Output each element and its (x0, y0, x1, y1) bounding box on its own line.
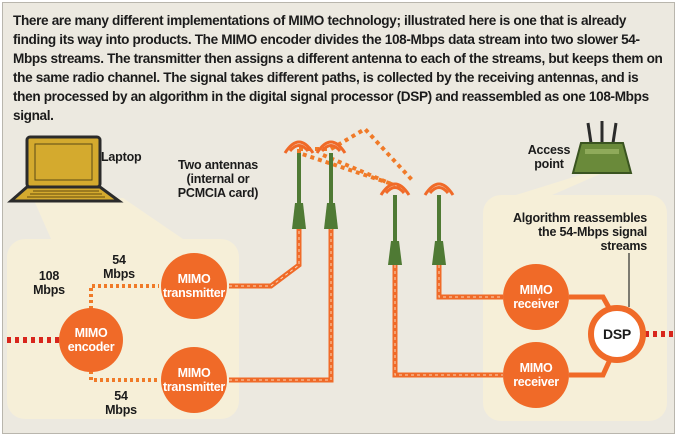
receive-antenna-right (423, 182, 455, 265)
transmitter-top-circle (161, 253, 227, 319)
diagram-frame: There are many different implementations… (2, 2, 676, 434)
laptop-label: Laptop (101, 150, 142, 164)
rate-108-label: 108 Mbps (33, 269, 65, 297)
laptop-icon (7, 135, 124, 203)
laptop-callout (33, 198, 183, 239)
receive-antenna-left (379, 182, 411, 265)
access-point-icon (571, 121, 633, 174)
intro-text: There are many different implementations… (13, 13, 663, 123)
dsp-circle (588, 305, 646, 363)
rate-54-bottom-label: 54 Mbps (105, 389, 137, 417)
encoder-circle (59, 308, 123, 372)
mimo-diagram (7, 121, 676, 421)
transmitter-bottom-circle (161, 347, 227, 413)
access-point-label: Access point (527, 143, 571, 171)
two-antennas-label: Two antennas (internal or PCMCIA card) (177, 158, 259, 200)
transmit-antenna-right (315, 140, 347, 229)
dsp-node: DSP (603, 326, 631, 342)
link-top-tx-antenna (229, 225, 302, 289)
access-point-callout (503, 171, 607, 199)
algorithm-label: Algorithm reassembles the 54-Mbps signal… (512, 211, 647, 253)
receiver-top-circle (503, 264, 569, 330)
air-path-3 (322, 153, 404, 191)
transmit-antenna-left (283, 140, 315, 229)
split-top (89, 284, 159, 321)
rate-54-top-label: 54 Mbps (103, 253, 135, 281)
air-path-2 (299, 126, 415, 183)
receiver-bottom-circle (503, 342, 569, 408)
link-bottom-tx-antenna (229, 225, 334, 383)
